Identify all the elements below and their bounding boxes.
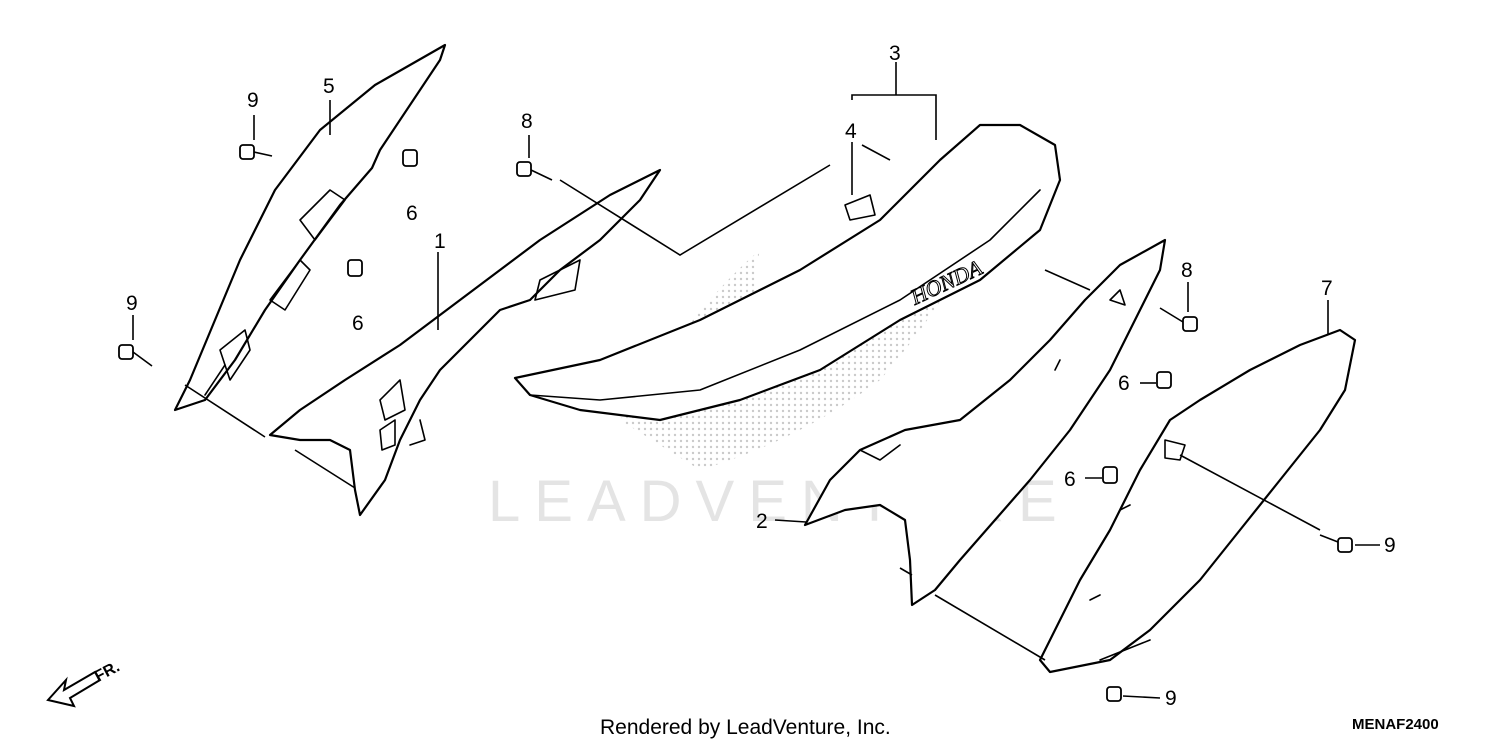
callout-5: 5 [323,75,335,98]
part-2-right-side-cover[interactable] [803,238,1167,607]
clip-nut-6-right-bottom[interactable] [1102,466,1118,484]
bolt-9-top-left[interactable] [239,144,273,160]
callout-9-right-mid: 9 [1384,534,1396,557]
callout-2: 2 [756,510,768,533]
clip-nut-6-right-top[interactable] [1156,371,1172,389]
part-5-left-shroud[interactable] [173,43,447,412]
callout-9-mid-left: 9 [126,292,138,315]
callout-6-right-top: 6 [1118,372,1130,395]
bolt-9-right-mid[interactable] [1319,534,1353,553]
callout-6-right-bottom: 6 [1064,468,1076,491]
callout-6-mid-left: 6 [352,312,364,335]
bolt-9-right-bottom[interactable] [1106,686,1122,702]
callout-4: 4 [845,120,857,143]
callout-6-top-left: 6 [406,202,418,225]
part-1-left-side-cover[interactable] [268,168,662,517]
callout-8-left: 8 [521,110,533,133]
bolt-9-mid-left[interactable] [118,344,153,367]
front-direction-indicator: FR. [46,658,123,708]
callout-1: 1 [434,230,446,253]
part-7-right-shroud[interactable] [1038,328,1357,674]
callout-7: 7 [1321,277,1333,300]
callout-9-right-bottom: 9 [1165,687,1177,710]
part-3-seat[interactable]: HONDA [513,123,1062,422]
front-arrow-icon [46,670,102,708]
bolt-8-right[interactable] [1159,307,1198,332]
callout-3: 3 [889,42,901,65]
clip-nut-6-top-left[interactable] [402,149,418,167]
bolt-8-left[interactable] [516,161,553,181]
callout-9-top-left: 9 [247,89,259,112]
callout-8-right: 8 [1181,259,1193,282]
diagram-code: MENAF2400 [1352,716,1439,733]
clip-nut-6-mid-left[interactable] [347,259,363,277]
leader-lines [132,62,1380,699]
footer-credit: Rendered by LeadVenture, Inc. [600,716,891,739]
